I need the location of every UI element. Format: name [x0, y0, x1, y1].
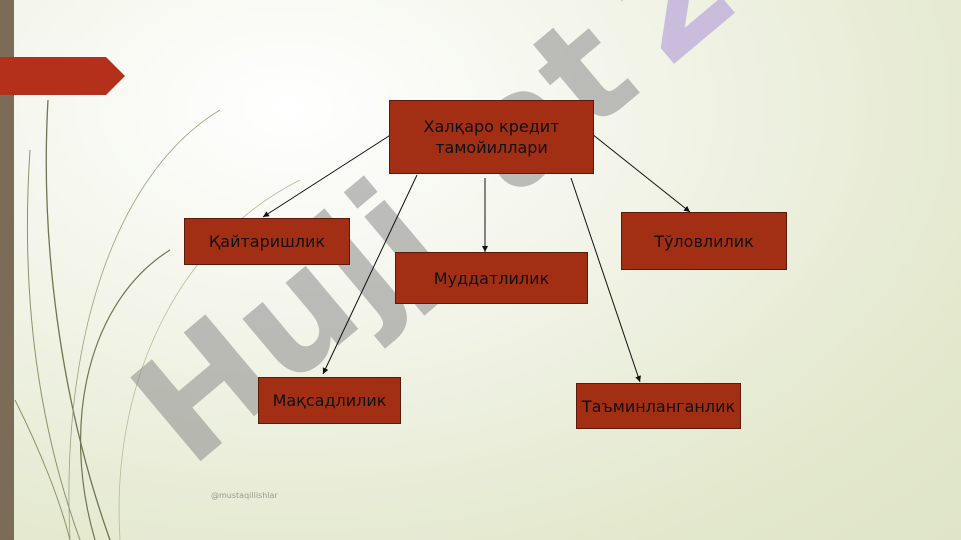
title-tag-shape: [0, 57, 125, 95]
arrow-to-tulovlilik: [591, 133, 691, 213]
node-muddatlilik-label: Муддатлилик: [433, 268, 550, 288]
node-maqsadlilik-label: Мақсадлилик: [272, 391, 387, 410]
node-tulovlilik: Тўловлилик: [621, 212, 787, 270]
arrow-to-maqsadlilik: [322, 174, 418, 375]
arrow-to-qaytarishlik: [262, 133, 393, 218]
root-node-label: Халқаро кредит тамойиллари: [423, 117, 560, 157]
arrow-to-taminlanganlik: [570, 177, 641, 383]
node-taminlanganlik-label: Таъминланганлик: [581, 396, 736, 416]
node-tulovlilik-label: Тўловлилик: [654, 231, 754, 251]
node-qaytarishlik: Қайтаришлик: [184, 218, 350, 265]
node-muddatlilik: Муддатлилик: [395, 252, 588, 304]
left-accent-bar: [0, 0, 14, 540]
node-taminlanganlik: Таъминланганлик: [576, 383, 741, 429]
node-maqsadlilik: Мақсадлилик: [258, 377, 401, 424]
node-qaytarishlik-label: Қайтаришлик: [208, 232, 326, 251]
footer-credit: @mustaqillishlar: [211, 491, 278, 500]
root-node: Халқаро кредит тамойиллари: [389, 100, 594, 174]
